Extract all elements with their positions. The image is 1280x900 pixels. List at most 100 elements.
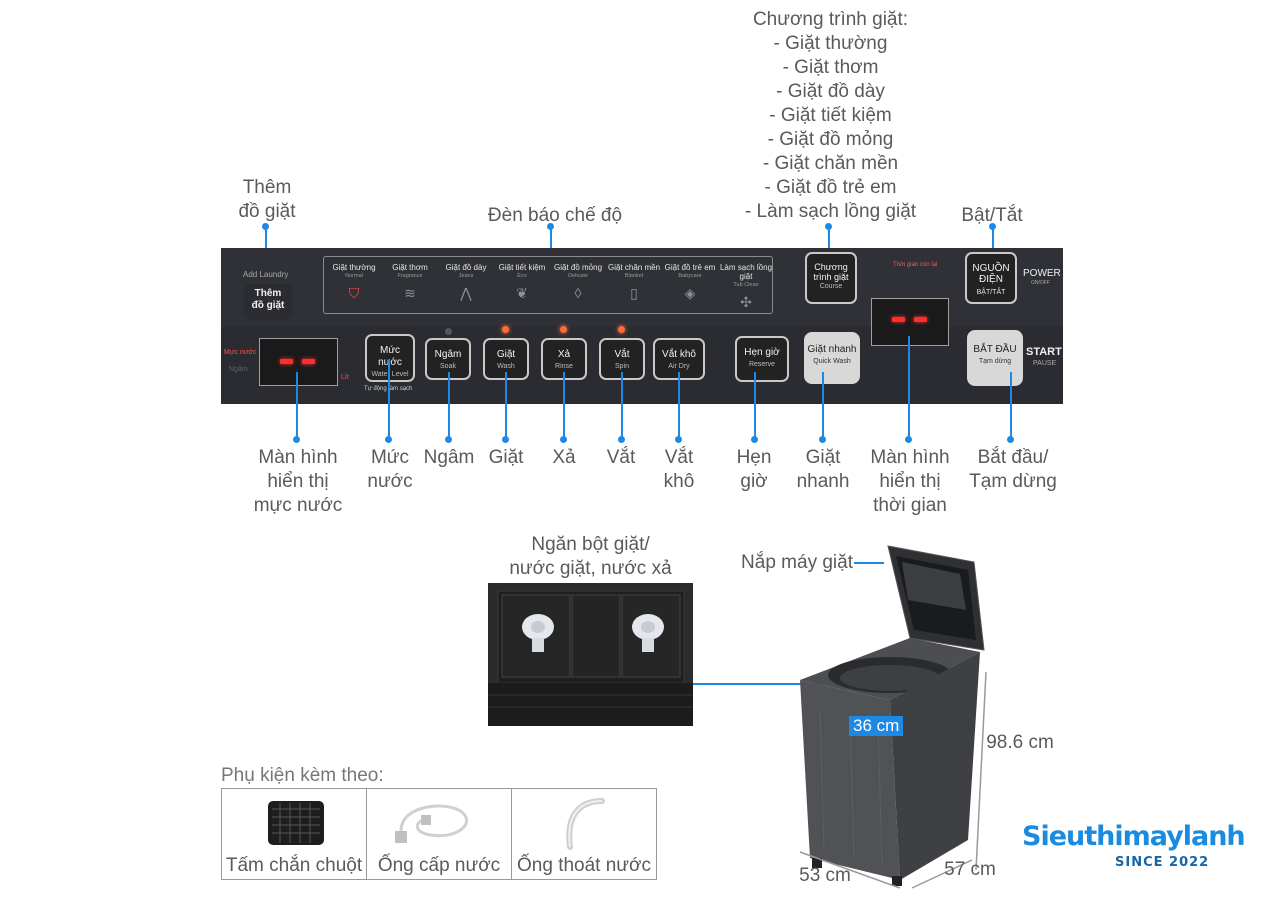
accessories-title: Phụ kiện kèm theo: bbox=[221, 765, 384, 786]
water-level-display bbox=[259, 338, 338, 386]
accessory-cell: Ống thoát nước bbox=[512, 789, 656, 879]
btn-label: Vắt bbox=[614, 349, 630, 360]
babycare-mode-icon: ◈ bbox=[684, 285, 696, 301]
brand-since: SINCE 2022 bbox=[1115, 855, 1210, 870]
mode-label: Làm sạch lồng giặt bbox=[719, 263, 773, 281]
label-line: Hẹn bbox=[736, 447, 772, 468]
quick-wash-label: Giặt nhanh bbox=[792, 446, 854, 494]
btn-label-en: Course bbox=[819, 283, 843, 290]
program-item: - Giặt tiết kiệm bbox=[769, 105, 892, 126]
start-pause-button[interactable]: BẮT ĐẦU Tạm dừng bbox=[967, 330, 1023, 386]
callout-dot bbox=[751, 436, 758, 443]
mode-label: Giặt đồ dày bbox=[445, 263, 487, 272]
detergent-callout-line bbox=[693, 683, 883, 685]
reserve-button[interactable]: Hẹn giờ Reserve bbox=[735, 336, 789, 382]
eco-mode-icon: ❦ bbox=[516, 285, 528, 301]
start-pause-label: Bắt đầu/ Tạm dừng bbox=[958, 446, 1068, 494]
btn-label: Ngâm bbox=[434, 349, 462, 360]
callout-line bbox=[621, 372, 623, 440]
water-level-button[interactable]: Mức nước Water Level bbox=[365, 334, 415, 382]
callout-line bbox=[563, 372, 565, 440]
program-item: - Làm sạch lồng giặt bbox=[744, 201, 917, 222]
mode-label-en: Normal bbox=[345, 273, 363, 279]
btn-line: Chương bbox=[814, 262, 848, 272]
callout-line bbox=[822, 372, 824, 440]
accessory-label: Ống cấp nước bbox=[377, 855, 501, 876]
soak-side-label: Ngâm bbox=[229, 366, 248, 373]
btn-line: NGUỒN bbox=[972, 263, 1010, 274]
power-en: POWER bbox=[1023, 268, 1061, 279]
program-list-title: Chương trình giặt: bbox=[752, 9, 909, 30]
btn-label-en: Quick Wash bbox=[813, 358, 851, 365]
callout-dot bbox=[262, 223, 269, 230]
callout-line bbox=[505, 372, 507, 440]
label-line: Bắt đầu/ bbox=[977, 447, 1049, 468]
accessory-cell: Tấm chắn chuột bbox=[222, 789, 367, 879]
time-remaining-label: Thời gian còn lại bbox=[893, 262, 938, 268]
btn-line: Thêm bbox=[254, 288, 282, 299]
height-dimension: 98.6 cm bbox=[986, 732, 1054, 753]
led-digit bbox=[280, 359, 293, 364]
label-line: khô bbox=[663, 471, 695, 492]
mode-label: Giặt đồ mỏng bbox=[553, 263, 603, 272]
callout-dot bbox=[618, 436, 625, 443]
soak-indicator bbox=[445, 328, 452, 335]
mode-lights-label: Đèn báo chế độ bbox=[487, 205, 623, 226]
mouse-guard-icon bbox=[268, 801, 324, 845]
callout-dot bbox=[675, 436, 682, 443]
detergent-drawer-photo bbox=[488, 583, 693, 726]
power-en-sub: ON/OFF bbox=[1031, 280, 1050, 286]
callout-dot bbox=[385, 436, 392, 443]
drain-hose-icon bbox=[566, 798, 605, 850]
course-button[interactable]: Chương trình giặt Course bbox=[805, 252, 857, 304]
detergent-label: Ngăn bột giặt/ nước giặt, nước xả bbox=[488, 533, 693, 581]
callout-line bbox=[296, 372, 298, 440]
program-list-callout: Chương trình giặt: - Giặt thường - Giặt … bbox=[728, 8, 933, 224]
label-line: Mức bbox=[370, 447, 410, 468]
accessories-table: Tấm chắn chuột Ống cấp nước Ống thoát nư… bbox=[221, 788, 657, 880]
btn-label-en: Wash bbox=[497, 363, 515, 370]
program-item: - Giặt thơm bbox=[782, 57, 879, 78]
water-side-label: Mực nước bbox=[224, 349, 257, 356]
led-digit bbox=[892, 317, 905, 322]
reserve-label: Hẹn giờ bbox=[728, 446, 780, 494]
quick-wash-button[interactable]: Giặt nhanh Quick Wash bbox=[804, 332, 860, 384]
callout-line bbox=[550, 226, 552, 258]
inner-diameter-badge: 36 cm bbox=[849, 716, 904, 736]
add-laundry-button[interactable]: Thêm đồ giặt bbox=[244, 284, 292, 320]
callout-dot bbox=[1007, 436, 1014, 443]
lid-label: Nắp máy giặt bbox=[741, 552, 853, 573]
program-item: - Giặt đồ mỏng bbox=[767, 129, 894, 150]
mode-label: Giặt chăn mền bbox=[607, 263, 661, 272]
btn-label-en: Spin bbox=[614, 363, 629, 370]
mode-label-en: Jeans bbox=[458, 273, 474, 279]
label-line: mực nước bbox=[253, 495, 343, 516]
mode-label-en: Fragrance bbox=[397, 273, 423, 279]
callout-line bbox=[678, 372, 680, 440]
btn-label: BẮT ĐẦU bbox=[973, 344, 1017, 355]
wash-indicator bbox=[502, 326, 509, 333]
btn-label: Giặt bbox=[496, 349, 516, 360]
label-line: hiển thị bbox=[267, 471, 329, 492]
label-line: Ngăn bột giặt/ bbox=[531, 534, 650, 555]
width-dimension: 53 cm bbox=[799, 865, 851, 886]
mode-label-en: Delicate bbox=[568, 273, 588, 279]
btn-line: ĐIỆN bbox=[979, 274, 1003, 285]
btn-line: đồ giặt bbox=[251, 300, 285, 311]
start-en: START bbox=[1026, 346, 1062, 358]
water-level-label: Mức nước bbox=[360, 446, 420, 494]
power-button[interactable]: NGUỒN ĐIỆN BẬT/TẮT bbox=[965, 252, 1017, 304]
callout-dot bbox=[819, 436, 826, 443]
mode-label-en: Tub Clean bbox=[733, 282, 759, 288]
spin-indicator bbox=[618, 326, 625, 333]
program-item: - Giặt chăn mền bbox=[762, 153, 899, 174]
callout-dot bbox=[293, 436, 300, 443]
btn-label: Xả bbox=[557, 349, 571, 360]
